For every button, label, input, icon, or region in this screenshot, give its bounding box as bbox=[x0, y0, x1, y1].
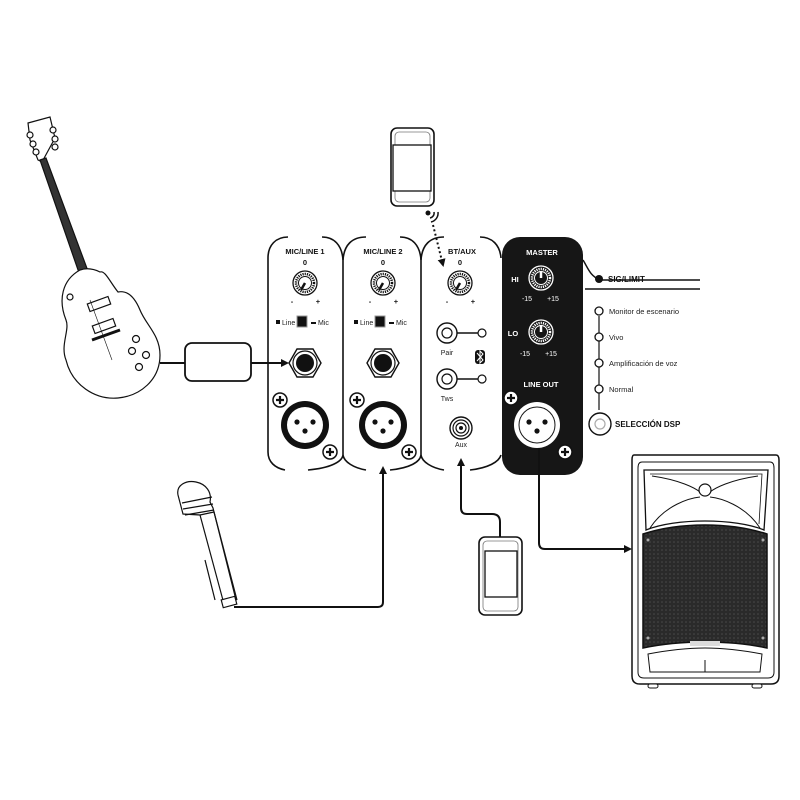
master-title: MASTER bbox=[526, 248, 558, 257]
xlr-input-2[interactable] bbox=[359, 401, 407, 449]
svg-text:+15: +15 bbox=[545, 351, 557, 358]
svg-text:-: - bbox=[369, 297, 372, 306]
line-out-label: LINE OUT bbox=[524, 380, 559, 389]
pair-button[interactable] bbox=[436, 322, 487, 344]
svg-text:-15: -15 bbox=[522, 296, 532, 303]
speaker-icon bbox=[631, 454, 780, 689]
line-mic-switch-2[interactable] bbox=[374, 315, 386, 328]
dsp-mode-voz: Amplificación de voz bbox=[594, 358, 678, 368]
svg-text:Mic: Mic bbox=[396, 320, 407, 327]
gain-knob-1[interactable] bbox=[291, 269, 319, 297]
jack-input-2[interactable] bbox=[366, 348, 400, 378]
mic-cable bbox=[234, 466, 387, 608]
bluetooth-link bbox=[432, 224, 446, 267]
svg-text:Line: Line bbox=[282, 320, 295, 327]
svg-text:+: + bbox=[394, 297, 399, 306]
pair-led bbox=[477, 328, 487, 338]
aux-input-jack[interactable] bbox=[449, 416, 473, 440]
tws-button[interactable] bbox=[436, 368, 487, 390]
screw-icon bbox=[321, 443, 339, 461]
speaker-logo bbox=[690, 641, 720, 646]
svg-text:Monitor de escenario: Monitor de escenario bbox=[609, 307, 679, 316]
svg-text:Tws: Tws bbox=[441, 396, 454, 403]
svg-text:0: 0 bbox=[458, 258, 462, 267]
jack-input-1[interactable] bbox=[288, 348, 322, 378]
svg-text:Normal: Normal bbox=[609, 385, 634, 394]
screw-icon bbox=[348, 391, 366, 409]
screw-icon bbox=[400, 443, 418, 461]
screw-icon bbox=[502, 389, 520, 407]
tws-led bbox=[477, 374, 487, 384]
dsp-select-button[interactable] bbox=[588, 412, 612, 436]
line-out-cable bbox=[538, 448, 632, 553]
channel-1: MIC/LINE 1 0 - + Line Mic bbox=[271, 247, 339, 461]
dsp-mode-normal: Normal bbox=[594, 384, 634, 394]
bt-aux-gain-knob[interactable] bbox=[446, 269, 474, 297]
svg-text:Aux: Aux bbox=[455, 442, 468, 449]
svg-text:0: 0 bbox=[303, 258, 307, 267]
line-mic-switch-1[interactable] bbox=[296, 315, 308, 328]
svg-text:-: - bbox=[291, 297, 294, 306]
phone-bluetooth-icon bbox=[390, 127, 435, 207]
svg-text:Amplificación de voz: Amplificación de voz bbox=[609, 359, 678, 368]
sig-limit-indicator: SIG/LIMIT bbox=[595, 275, 645, 284]
bluetooth-icon bbox=[475, 349, 485, 365]
screw-icon bbox=[271, 391, 289, 409]
dsp-select-label: SELECCIÓN DSP bbox=[615, 420, 681, 429]
speaker-grille bbox=[642, 524, 768, 649]
svg-text:-15: -15 bbox=[520, 351, 530, 358]
svg-text:+: + bbox=[471, 297, 476, 306]
master-section: MASTER HI -15 +15 LO -15 +15 LINE OUT bbox=[502, 237, 583, 475]
svg-text:Vivo: Vivo bbox=[609, 333, 623, 342]
svg-text:LO: LO bbox=[508, 329, 519, 338]
svg-text:Pair: Pair bbox=[441, 350, 454, 357]
channel-2: MIC/LINE 2 0 - + Line Mic bbox=[348, 247, 418, 461]
mixer-panel bbox=[267, 236, 502, 471]
line-out-xlr[interactable] bbox=[514, 402, 560, 448]
dsp-mode-monitor: Monitor de escenario bbox=[594, 306, 679, 316]
bt-aux-section: BT/AUX 0 - + Pair Tws Aux bbox=[436, 247, 487, 449]
svg-text:+: + bbox=[316, 297, 321, 306]
svg-text:0: 0 bbox=[381, 258, 385, 267]
pedal-icon bbox=[184, 342, 252, 382]
svg-text:Line: Line bbox=[360, 320, 373, 327]
channel-1-title: MIC/LINE 1 bbox=[285, 247, 324, 256]
svg-text:Mic: Mic bbox=[318, 320, 329, 327]
dsp-mode-list: Monitor de escenario Vivo Amplificación … bbox=[588, 306, 681, 436]
svg-text:SIG/LIMIT: SIG/LIMIT bbox=[608, 275, 645, 284]
svg-text:+15: +15 bbox=[547, 296, 559, 303]
aux-cable bbox=[457, 458, 501, 537]
hi-eq-knob[interactable] bbox=[528, 265, 554, 291]
gain-knob-2[interactable] bbox=[369, 269, 397, 297]
svg-text:-: - bbox=[446, 297, 449, 306]
guitar-icon bbox=[26, 116, 161, 399]
phone-aux-icon bbox=[478, 536, 523, 616]
lo-eq-knob[interactable] bbox=[528, 319, 554, 345]
dsp-mode-vivo: Vivo bbox=[594, 332, 623, 342]
bt-aux-title: BT/AUX bbox=[448, 247, 476, 256]
wireless-signal-icon bbox=[425, 210, 439, 223]
channel-2-title: MIC/LINE 2 bbox=[363, 247, 402, 256]
screw-icon bbox=[556, 443, 574, 461]
microphone-icon bbox=[177, 480, 238, 609]
xlr-input-1[interactable] bbox=[281, 401, 329, 449]
svg-text:HI: HI bbox=[511, 275, 519, 284]
